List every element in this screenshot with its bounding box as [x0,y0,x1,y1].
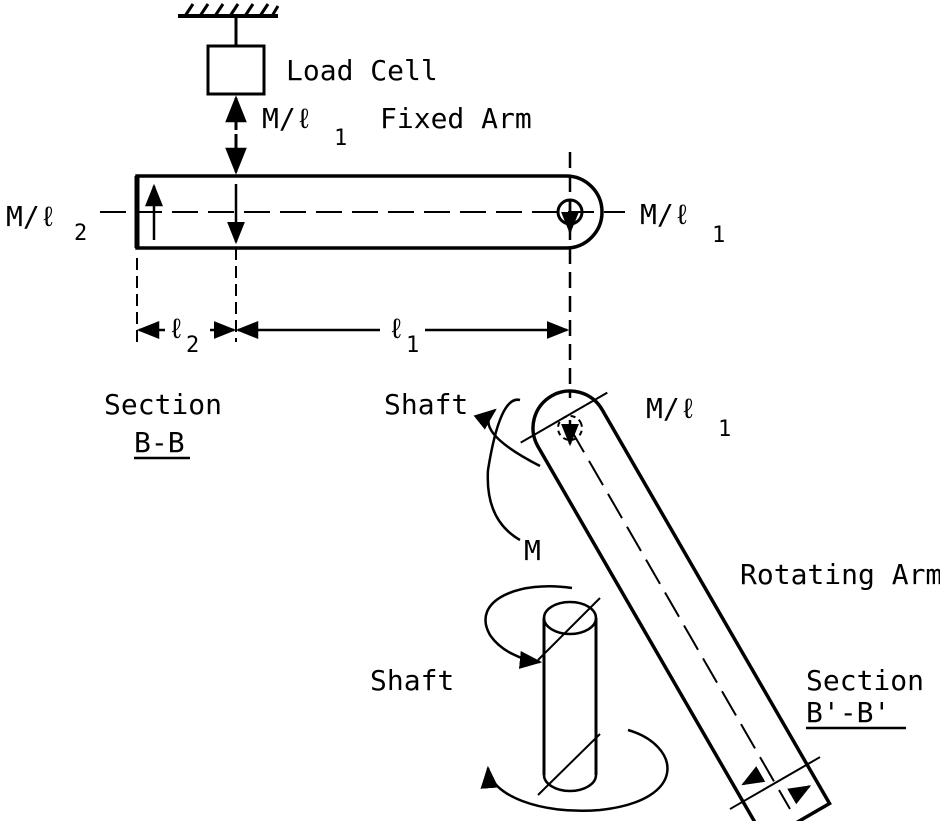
rotating-arm-centerline [569,427,791,810]
force-right-sub: 1 [712,223,725,248]
shaft-torque-top [484,584,573,669]
rotating-pin-tick [520,391,608,444]
fixed-arm [135,174,604,250]
dim-l1-label: ℓ [388,312,405,345]
force-left-label: M/ℓ [6,200,57,233]
dim-l2-label: ℓ [168,312,185,345]
load-cell-label: Load Cell [286,54,438,87]
rotating-arm [531,389,832,821]
section-bb-label: Section [104,388,222,421]
shaft-cylinder [537,597,601,796]
section-b2-arrow-a [741,766,766,786]
force-rot-sub: 1 [718,417,731,442]
force-top-label: M/ℓ [262,102,313,135]
section-bb-id: B-B [134,426,185,459]
section-b2-arrow-b [787,785,812,805]
shaft-torque-bottom [480,728,669,812]
moment-label: M [524,534,541,567]
rotating-arm-group [520,389,832,821]
section-b2-cut [729,756,821,810]
ground-hatch [178,3,280,18]
force-rot-label: M/ℓ [646,392,697,425]
force-top-sub: 1 [334,126,347,151]
section-b2-label: Section [806,664,924,697]
dim-l1-sub: 1 [406,333,419,358]
load-cell-box [206,44,266,96]
rotating-arm-label: Rotating Arm [740,558,940,591]
dim-l2-sub: 2 [186,333,199,358]
moment-arrow-curve [473,408,541,468]
section-b2-id: B'-B' [806,696,890,729]
fixed-arm-label: Fixed Arm [380,102,532,135]
shaft-bottom-label: Shaft [370,664,454,697]
moment-arrow [486,398,521,542]
force-left-sub: 2 [74,221,87,246]
shaft-top-label: Shaft [384,388,468,421]
force-right-label: M/ℓ [640,198,691,231]
